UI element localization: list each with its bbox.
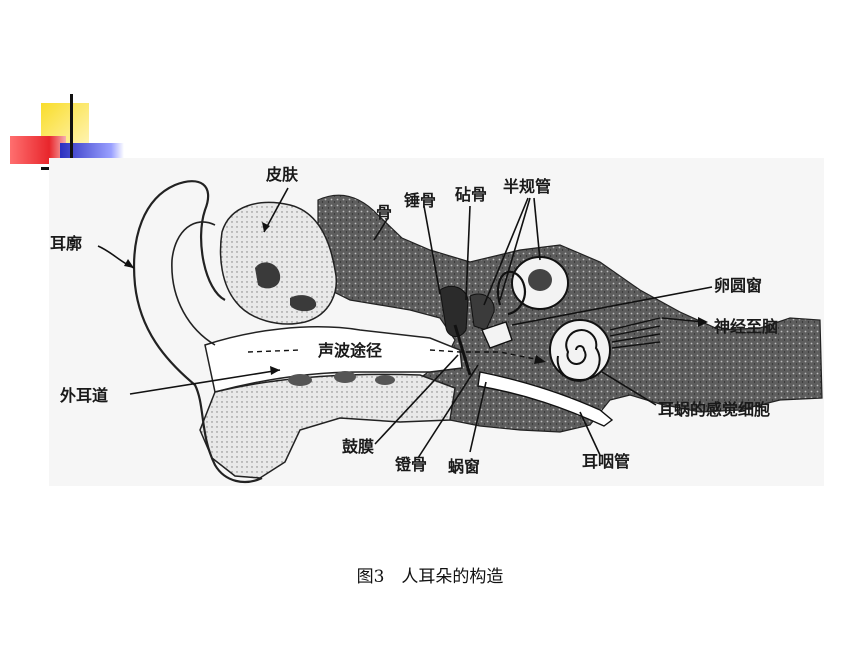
- incus-shape: [469, 293, 495, 331]
- auricle-outline: [133, 180, 263, 483]
- label-stapes: 镫骨: [395, 455, 427, 474]
- label-auricle: 耳廓: [50, 234, 82, 253]
- eardrum-shape: [453, 324, 472, 376]
- label-skin: 皮肤: [265, 165, 299, 184]
- label-eardrum: 鼓膜: [342, 437, 374, 456]
- auditory-nerve: [609, 317, 661, 349]
- sound-path-arrow: [247, 349, 541, 361]
- deco-blue-bar: [60, 143, 124, 159]
- semicircular-canal-arc: [497, 270, 526, 316]
- corner-decoration: [0, 0, 130, 180]
- lower-bone-cell: [288, 374, 312, 386]
- label-round-window: 蜗窗: [448, 457, 480, 476]
- label-incus: 砧骨: [455, 185, 487, 204]
- pointer-lines: [97, 187, 713, 459]
- arrowhead-nerve: [698, 317, 708, 327]
- semicircular-canal-inner: [528, 269, 552, 291]
- cochlea: [549, 319, 611, 382]
- label-cochlea-cells: 耳蜗的感觉细胞: [658, 400, 770, 419]
- label-ear-canal: 外耳道: [59, 386, 108, 405]
- arrowhead-auricle: [124, 259, 134, 268]
- arrowhead-skin: [262, 222, 270, 232]
- skin-lump: [255, 262, 281, 289]
- deco-vertical-line: [70, 94, 73, 160]
- malleus-shape: [439, 285, 469, 337]
- label-sound-path: 声波途径: [317, 341, 382, 360]
- label-semicircular-canals: 半规管: [503, 177, 551, 196]
- eustachian-tube-shape: [477, 371, 614, 427]
- label-eustachian-tube: 耳咽管: [582, 452, 630, 471]
- auricle-inner-curve: [171, 221, 216, 346]
- deco-dash: [41, 167, 49, 170]
- lower-bone: [199, 373, 456, 479]
- lower-bone-cell-3: [375, 375, 395, 385]
- stapes-shape: [481, 321, 513, 349]
- arrowhead-canal: [270, 366, 280, 375]
- skin-lump-2: [290, 295, 317, 312]
- label-bone: 骨: [376, 203, 392, 222]
- label-oval-window: 卵圆窗: [714, 276, 762, 295]
- skin-tissue: [219, 201, 337, 325]
- label-nerve-to-brain: 神经至脑: [714, 317, 778, 336]
- ear-canal: [204, 326, 463, 393]
- lower-bone-cell-2: [334, 371, 356, 383]
- figure-caption: 图3 人耳朵的构造: [356, 567, 504, 587]
- arrowhead-sound: [534, 355, 546, 364]
- label-malleus: 锤骨: [404, 191, 436, 210]
